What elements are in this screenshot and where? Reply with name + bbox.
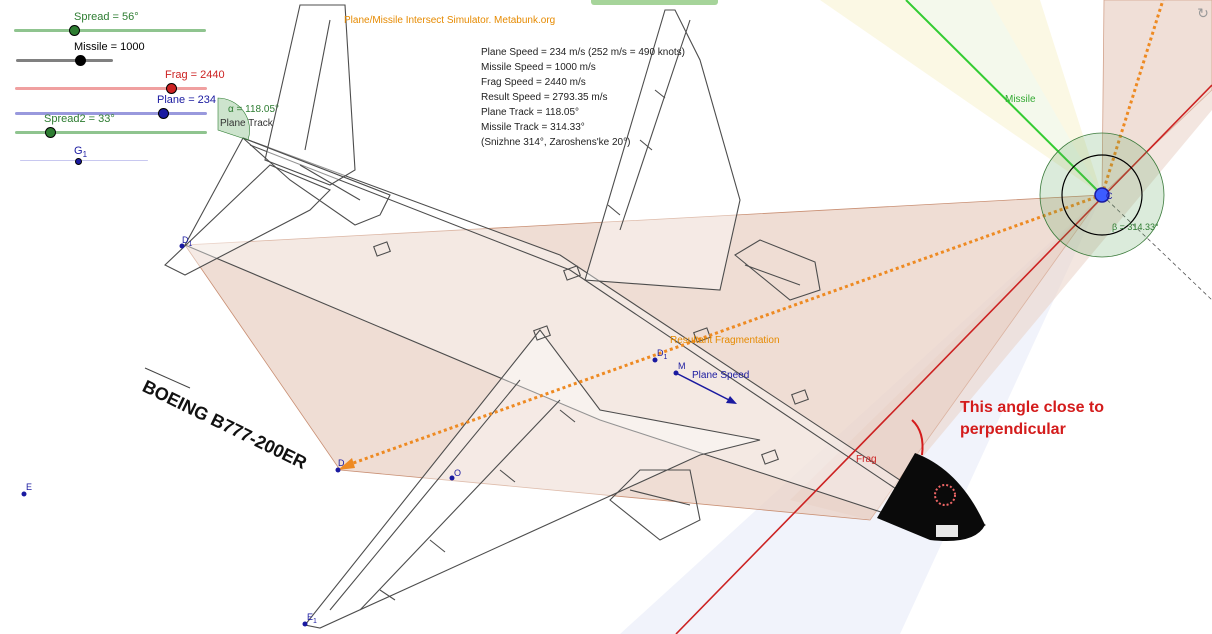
point-d-label: D (338, 458, 345, 468)
slider-missile-knob[interactable] (75, 55, 87, 66)
point-e1[interactable] (302, 621, 308, 627)
slider-g1-label: G1 (74, 145, 88, 160)
cockpit-marks (934, 484, 956, 506)
slider-plane-knob[interactable] (157, 108, 169, 119)
slider-plane-label: Plane = 234 (157, 94, 217, 106)
slider-missile-track[interactable] (16, 59, 113, 62)
info-missile-speed: Missile Speed = 1000 m/s (481, 62, 596, 73)
point-c[interactable] (1094, 187, 1110, 203)
slider-spread-knob[interactable] (68, 25, 80, 36)
top-toolbar-tab[interactable] (591, 0, 718, 5)
point-m-label: M (678, 361, 686, 371)
info-plane-track: Plane Track = 118.05° (481, 107, 580, 118)
slider-spread2-knob[interactable] (44, 127, 56, 138)
slider-g1-track[interactable] (20, 160, 148, 161)
slider-spread-track[interactable] (14, 29, 206, 32)
alpha-label: α = 118.05° (228, 104, 279, 115)
missile-line (905, 0, 1103, 196)
resultant-line (344, 193, 1103, 468)
point-d[interactable] (335, 467, 341, 473)
plane-track-label: Plane Track (220, 118, 274, 129)
resultant-line-upper (1100, 0, 1165, 196)
slider-spread-label: Spread = 56° (74, 11, 139, 23)
dashed-guide (1101, 194, 1212, 301)
annotation-line-2: perpendicular (960, 421, 1066, 438)
info-plane-speed: Plane Speed = 234 m/s (252 m/s = 490 kno… (481, 47, 686, 58)
info-reference: (Snizhne 314°, Zaroshens'ke 20°) (481, 137, 631, 148)
annotation-line-1: This angle close to (960, 399, 1104, 416)
plane-speed-arrowhead (726, 396, 737, 404)
annotation-pointer (911, 419, 924, 456)
point-d1-mid-label: D1 (657, 348, 668, 361)
point-e1-label: E1 (307, 612, 317, 625)
point-d1-upper[interactable] (179, 243, 185, 249)
frag-label: Frag (856, 454, 877, 465)
cockpit-panel (936, 525, 958, 537)
refresh-icon[interactable]: ↻ (1197, 5, 1209, 21)
point-d1-mid[interactable] (652, 357, 658, 363)
c-inner-circle (1061, 154, 1143, 236)
missile-label: Missile (1005, 94, 1036, 105)
info-frag-speed: Frag Speed = 2440 m/s (481, 77, 586, 88)
slider-plane-track[interactable] (15, 112, 207, 115)
scale-bar (144, 367, 191, 389)
resultant-arrowhead (338, 458, 355, 470)
fan-sector-yellow (820, 0, 1102, 195)
beta-label: β = 314.33° (1112, 222, 1159, 232)
cockpit-nose (877, 453, 985, 541)
point-c-label: C (1106, 191, 1113, 201)
plane-speed-vector (675, 372, 734, 403)
frag-line (675, 84, 1212, 634)
point-d1-upper-label: D1 (182, 235, 193, 248)
point-o[interactable] (449, 475, 455, 481)
info-missile-track: Missile Track = 314.33° (481, 122, 585, 133)
alpha-wedge (217, 97, 250, 141)
point-o-label: O (454, 468, 461, 478)
slider-spread2-label: Spread2 = 33° (44, 113, 115, 125)
plane-speed-label: Plane Speed (692, 370, 749, 381)
slider-g1-knob[interactable] (75, 158, 83, 165)
slider-frag-label: Frag = 2440 (165, 69, 225, 81)
aircraft-outline (164, 4, 987, 629)
slider-frag-knob[interactable] (165, 83, 177, 94)
resultant-label: Resultant Fragmentation (670, 335, 780, 346)
app-title: Plane/Missile Intersect Simulator. Metab… (344, 15, 556, 26)
point-m[interactable] (673, 370, 679, 376)
aircraft-name: BOEING B777-200ER (139, 376, 310, 473)
info-result-speed: Result Speed = 2793.35 m/s (481, 92, 608, 103)
slider-spread2-track[interactable] (15, 131, 207, 134)
point-e-label: E (26, 482, 32, 492)
slider-frag-track[interactable] (15, 87, 207, 90)
point-e[interactable] (21, 491, 27, 497)
slider-missile-label: Missile = 1000 (74, 41, 145, 53)
